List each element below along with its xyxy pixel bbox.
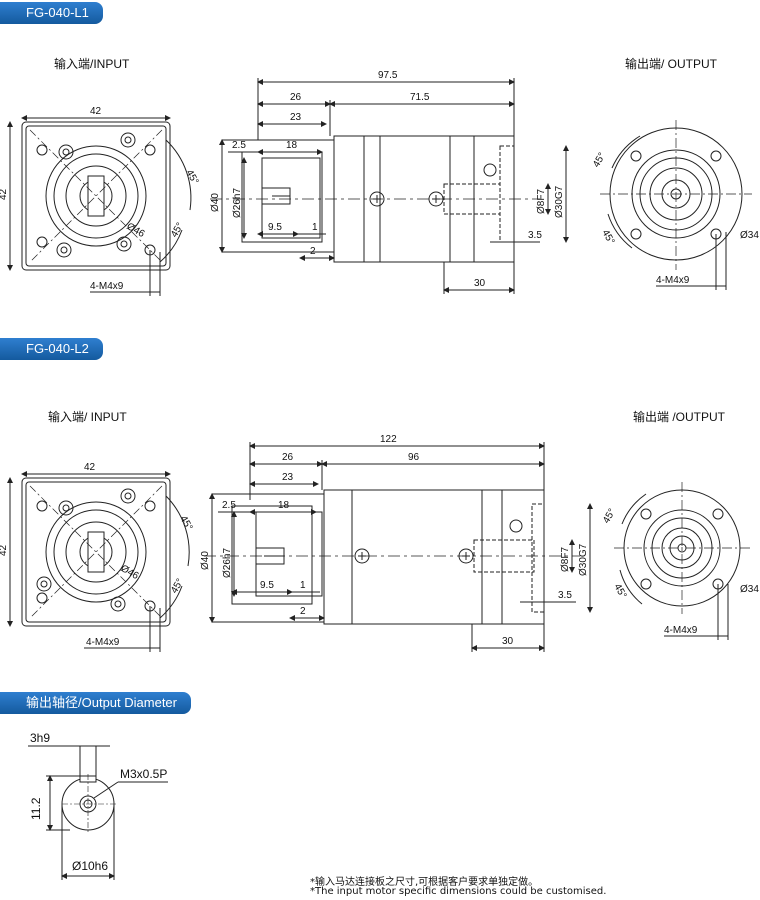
l1-d35: 3.5 <box>528 230 542 241</box>
l2-d2: 2 <box>300 606 306 617</box>
l1-bore-30: Ø30G7 <box>554 185 565 218</box>
section-tag-shaft: 输出轴径/Output Diameter <box>0 692 191 714</box>
l1-bore-8: Ø8F7 <box>536 189 547 214</box>
l1-bore-26: Ø26h7 <box>232 188 243 218</box>
l1-side-view <box>210 78 569 294</box>
l2-bore-8: Ø8F7 <box>560 547 571 572</box>
l2-d23: 23 <box>282 472 294 483</box>
l2-bore-outer: Ø40 <box>200 551 211 570</box>
l2-output-holes: 4-M4x9 <box>664 625 698 636</box>
l1-input-width: 42 <box>90 106 102 117</box>
l1-output-angle-a: 45° <box>591 151 608 170</box>
shaft-key: 3h9 <box>30 731 50 745</box>
l2-side-view <box>204 442 593 652</box>
l1-output-angle-b: 45° <box>599 228 616 247</box>
l1-input-pcd: Ø46 <box>125 221 147 240</box>
l2-input-height: 42 <box>0 544 9 556</box>
l2-d35: 3.5 <box>558 590 572 601</box>
l2-d30: 30 <box>502 636 514 647</box>
l2-input-angle-a: 45° <box>177 514 194 533</box>
l1-output-pcd: Ø34 <box>740 230 759 241</box>
l2-input-holes: 4-M4x9 <box>86 637 120 648</box>
l2-input-angle-b: 45° <box>169 577 186 596</box>
l2-input-label: 输入端/ INPUT <box>48 410 127 424</box>
l2-bore-30: Ø30G7 <box>578 543 589 576</box>
l2-output-view <box>614 482 752 640</box>
l2-left-seg: 26 <box>282 452 294 463</box>
l2-output-label: 输出端 /OUTPUT <box>633 410 725 424</box>
l2-bore-26: Ø26h7 <box>222 548 233 578</box>
shaft-view <box>28 745 168 880</box>
l2-d1: 1 <box>300 580 306 591</box>
l1-left-seg: 26 <box>290 92 302 103</box>
shaft-thread: M3x0.5P <box>120 767 167 781</box>
l1-input-view <box>7 115 192 296</box>
l2-d18: 18 <box>278 500 290 511</box>
shaft-diameter: Ø10h6 <box>72 859 108 873</box>
l1-bore-outer: Ø40 <box>210 193 221 212</box>
l1-output-view <box>600 120 752 290</box>
l2-input-width: 42 <box>84 462 96 473</box>
l1-input-holes: 4-M4x9 <box>90 281 124 292</box>
l2-right-seg: 96 <box>408 452 420 463</box>
section-tag-l2: FG-040-L2 <box>0 338 103 360</box>
l1-d2: 2 <box>310 246 316 257</box>
l1-output-label: 输出端/ OUTPUT <box>625 57 717 71</box>
l1-d25: 2.5 <box>232 140 246 151</box>
l2-overall-length: 122 <box>380 434 397 445</box>
l2-output-angle-a: 45° <box>601 507 618 526</box>
l2-output-pcd: Ø34 <box>740 584 759 595</box>
l1-d30: 30 <box>474 278 486 289</box>
l1-input-angle-b: 45° <box>169 221 186 240</box>
l1-d1: 1 <box>312 222 318 233</box>
note-en: *The input motor specific dimensions cou… <box>310 886 607 897</box>
note-cn: *输入马达连接板之尺寸,可根据客户要求单独定做。 <box>310 877 539 888</box>
shaft-height: 11.2 <box>29 797 43 820</box>
l1-overall-length: 97.5 <box>378 70 398 81</box>
section-tag-l1: FG-040-L1 <box>0 2 103 24</box>
l2-d25: 2.5 <box>222 500 236 511</box>
l1-d95: 9.5 <box>268 222 282 233</box>
l2-d95: 9.5 <box>260 580 274 591</box>
l1-d18: 18 <box>286 140 298 151</box>
l1-d23: 23 <box>290 112 302 123</box>
l1-input-label: 输入端/INPUT <box>54 57 130 71</box>
l1-input-height: 42 <box>0 188 9 200</box>
l2-input-view <box>7 471 190 652</box>
l1-right-seg: 71.5 <box>410 92 430 103</box>
l1-output-holes: 4-M4x9 <box>656 275 690 286</box>
